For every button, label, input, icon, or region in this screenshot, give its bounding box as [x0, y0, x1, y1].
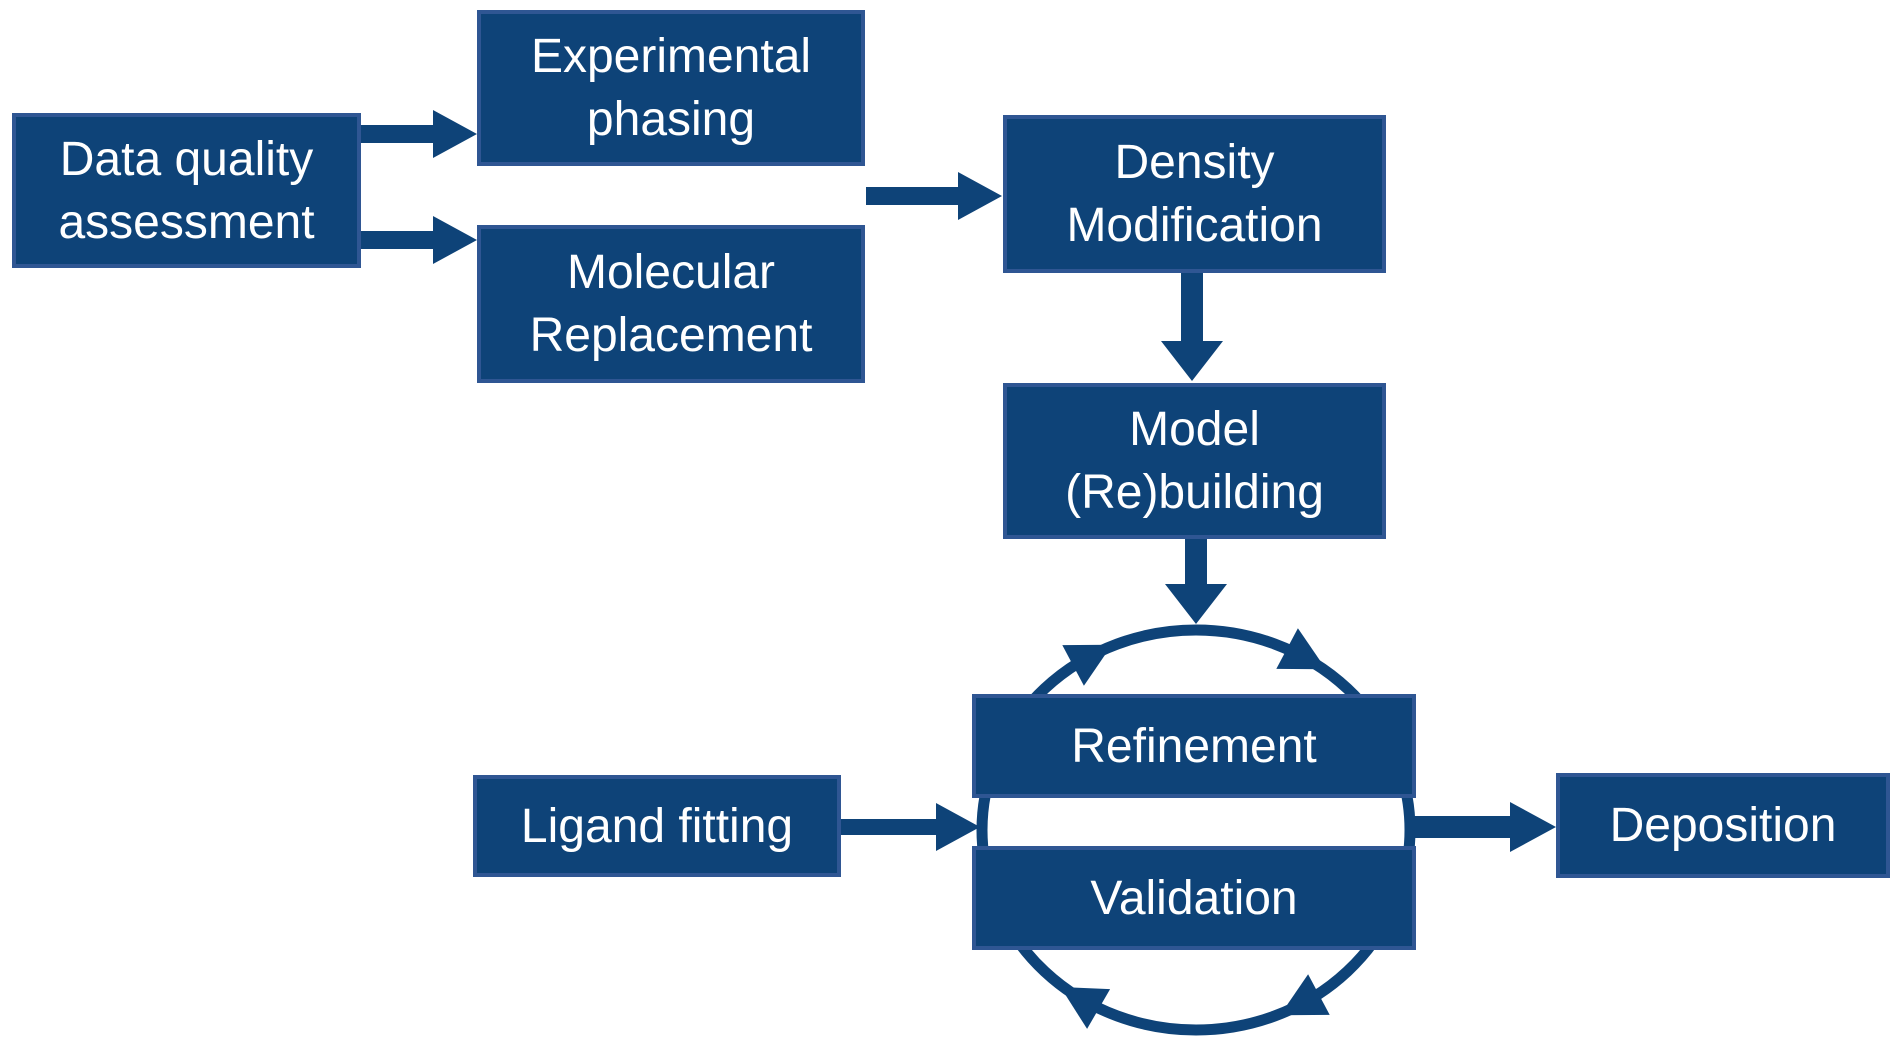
- arrow-model-to-refinement-cycle: [1165, 539, 1227, 624]
- node-validation: Validation: [972, 846, 1416, 950]
- arrow-data-quality-to-experimental-phasing: [361, 110, 477, 158]
- node-label-line: Data quality: [59, 132, 314, 186]
- node-data-quality-assessment: Data quality assessment: [12, 113, 361, 268]
- cycle-arrowhead-bottom-left-icon: [1060, 987, 1111, 1029]
- node-model-rebuilding: Model (Re)building: [1003, 383, 1386, 539]
- node-refinement: Refinement: [972, 694, 1416, 798]
- node-molecular-replacement: Molecular Replacement: [477, 225, 865, 383]
- node-label-line: Validation: [1090, 871, 1298, 925]
- arrow-phasing-to-density-modification: [866, 172, 1002, 220]
- node-label-line: Deposition: [1609, 799, 1837, 852]
- node-label-line: Replacement: [529, 309, 813, 362]
- node-label-line: (Re)building: [1065, 466, 1324, 519]
- cycle-arrowhead-top-left-icon: [1062, 644, 1112, 686]
- arrow-density-to-model-rebuilding: [1161, 273, 1223, 381]
- node-deposition: Deposition: [1556, 773, 1890, 878]
- node-label-line: Experimental: [530, 30, 812, 83]
- cycle-arrowhead-bottom-right-icon: [1280, 974, 1330, 1016]
- node-label-line: phasing: [586, 93, 756, 146]
- node-label-line: Molecular: [566, 246, 776, 299]
- arrow-data-quality-to-molecular-replacement: [361, 216, 477, 264]
- node-density-modification: Density Modification: [1003, 115, 1386, 273]
- node-ligand-fitting: Ligand fitting: [473, 775, 841, 877]
- node-label-line: Density: [1114, 136, 1275, 189]
- node-label-line: Refinement: [1071, 719, 1317, 773]
- node-label-line: Ligand fitting: [520, 799, 794, 853]
- arrow-cycle-to-deposition: [1406, 802, 1556, 852]
- arrow-ligand-fitting-to-cycle: [841, 803, 980, 851]
- node-label-line: Modification: [1066, 199, 1323, 252]
- node-label-line: assessment: [58, 195, 315, 249]
- cycle-arrowhead-top-right-icon: [1276, 628, 1326, 670]
- node-experimental-phasing: Experimental phasing: [477, 10, 865, 166]
- node-label-line: Model: [1129, 403, 1260, 456]
- refinement-validation-cycle-circle: [976, 624, 1416, 1036]
